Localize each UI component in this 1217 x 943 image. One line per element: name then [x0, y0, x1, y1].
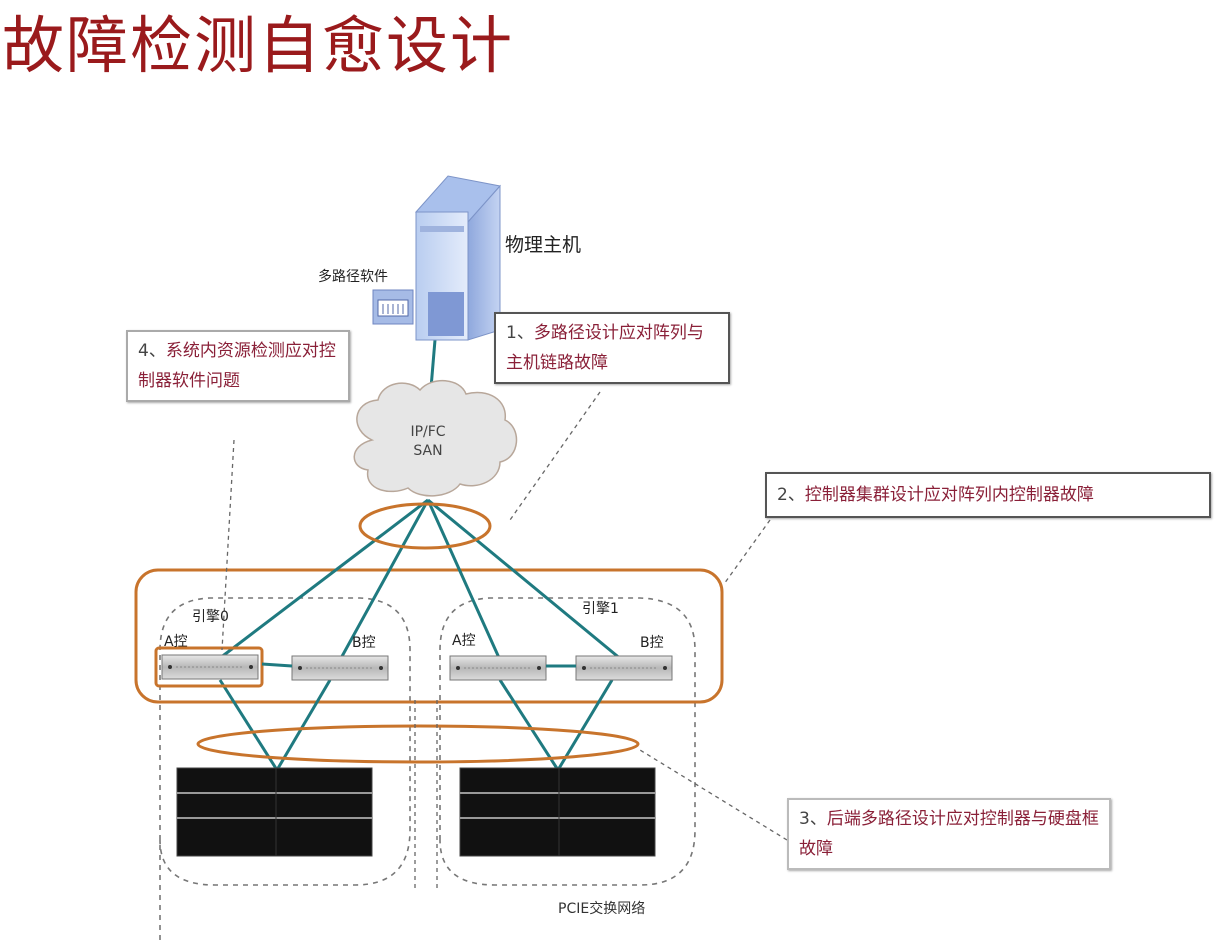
engine-0-group	[159, 597, 411, 940]
backend-link-1	[218, 679, 279, 771]
san-label-line1: IP/FC	[410, 424, 446, 440]
disk-enclosure-1	[459, 767, 656, 857]
san-link-e1a	[426, 499, 502, 661]
engine-0-controller-b-label: B控	[352, 635, 376, 651]
host-label: 物理主机	[505, 234, 582, 256]
physical-host-icon	[415, 175, 501, 341]
callout-1: 1、多路径设计应对阵列与主机链路故障	[494, 312, 730, 384]
callout-4-text: 系统内资源检测应对控制器软件问题	[138, 341, 336, 391]
controller-cluster-highlight	[134, 568, 724, 704]
controller-e1-a	[449, 655, 547, 681]
backend-link-3	[498, 679, 560, 771]
engine-0-label: 引擎0	[192, 609, 229, 625]
callout-1-text: 多路径设计应对阵列与主机链路故障	[506, 323, 704, 373]
frontend-multipath-ellipse	[358, 502, 492, 550]
backend-link-4	[556, 679, 614, 771]
backend-multipath-ellipse	[196, 724, 640, 764]
controller-e1-b	[575, 655, 673, 681]
e0-interconnect	[261, 662, 293, 668]
san-link-e1b	[427, 498, 623, 662]
multipath-software-label: 多路径软件	[318, 269, 388, 285]
callout-3-leader	[639, 749, 788, 841]
callout-1-number: 1、	[506, 323, 534, 343]
san-link-e0a	[219, 498, 429, 660]
san-link-e0b	[338, 499, 430, 661]
callout-2-number: 2、	[777, 485, 805, 505]
engine-1-controller-b-label: B控	[640, 635, 664, 651]
callout-3: 3、后端多路径设计应对控制器与硬盘框故障	[787, 798, 1111, 870]
engine-1-group	[439, 597, 696, 886]
callout-4: 4、系统内资源检测应对控制器软件问题	[126, 330, 350, 402]
engine-0-controller-a-label: A控	[164, 634, 188, 650]
callout-3-text: 后端多路径设计应对控制器与硬盘框故障	[799, 809, 1099, 859]
page-title: 故障检测自愈设计	[2, 9, 515, 82]
disk-enclosure-0	[176, 767, 373, 857]
callout-3-number: 3、	[799, 809, 827, 829]
san-cloud	[353, 380, 518, 497]
pcie-network-label: PCIE交换网络	[558, 901, 646, 917]
callout-2: 2、控制器集群设计应对阵列内控制器故障	[765, 472, 1211, 518]
failed-controller-highlight	[154, 646, 264, 688]
engine-1-label: 引擎1	[582, 601, 619, 617]
san-label-line2: SAN	[413, 443, 443, 459]
callout-1-leader	[509, 391, 601, 521]
engine-1-controller-a-label: A控	[452, 633, 476, 649]
callout-2-text: 控制器集群设计应对阵列内控制器故障	[804, 485, 1094, 505]
callout-2-leader	[723, 519, 771, 585]
multipath-software-icon	[372, 289, 414, 325]
controller-e0-a	[161, 654, 259, 680]
callout-4-leader	[221, 439, 235, 651]
backend-link-2	[275, 679, 332, 771]
controller-e0-b	[291, 655, 389, 681]
callout-4-number: 4、	[138, 341, 166, 361]
